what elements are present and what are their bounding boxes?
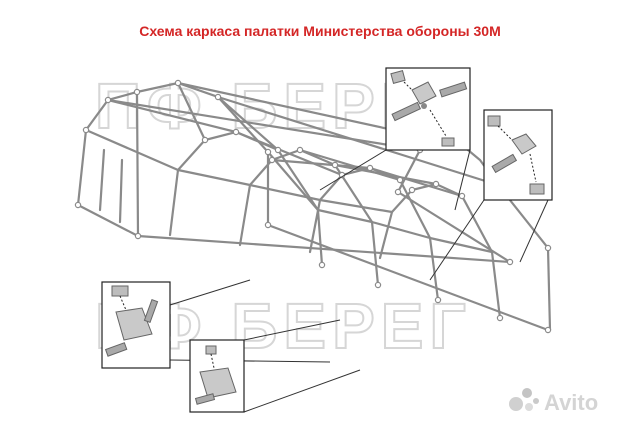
- wall-brace-3: [266, 150, 320, 212]
- brace-8: [368, 166, 464, 198]
- front-base: [76, 203, 140, 238]
- brace-2: [176, 81, 207, 142]
- wall-brace-6: [428, 236, 494, 254]
- door-post-left: [98, 148, 106, 212]
- front-post: [135, 90, 140, 238]
- wall-brace-4: [316, 208, 374, 224]
- eave-right: [216, 95, 500, 187]
- detail-box-top-left: [385, 67, 471, 151]
- base-right: [266, 223, 550, 332]
- diagram-title: Схема каркаса палатки Министерства оборо…: [139, 23, 501, 39]
- brace-1: [106, 98, 238, 134]
- wall-brace-1: [84, 128, 180, 172]
- eave-left: [106, 98, 422, 152]
- door-post-right: [118, 158, 124, 224]
- avito-dots-icon: [509, 388, 539, 411]
- avito-wordmark: Avito: [544, 390, 598, 415]
- brace-4: [234, 130, 344, 177]
- wall-brace-8: [318, 198, 394, 214]
- rear-base: [396, 190, 512, 264]
- base-left: [136, 234, 512, 264]
- avito-logo: Avito: [509, 388, 598, 415]
- wall-brace-7: [248, 183, 322, 202]
- detail-box-bottom-center: [189, 339, 245, 413]
- brace-3: [216, 95, 280, 152]
- wall-brace-5: [370, 220, 432, 240]
- brace-7: [333, 163, 438, 186]
- detail-box-top-right: [483, 109, 553, 201]
- wall-brace-2: [176, 168, 252, 187]
- detail-box-bottom-left: [101, 281, 171, 369]
